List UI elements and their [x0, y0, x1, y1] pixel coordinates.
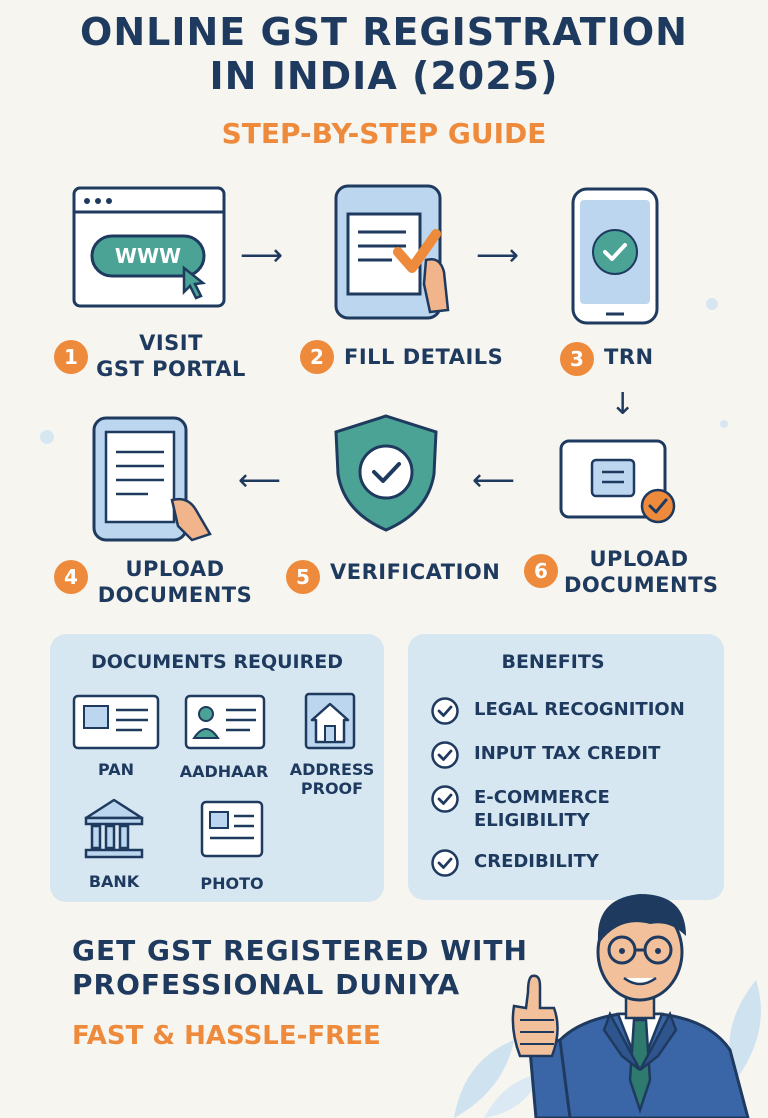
step-1-label-line-2: GST PORTAL	[96, 357, 246, 381]
doc-label-aadhaar: AADHAAR	[179, 762, 269, 781]
shield-check-icon	[330, 412, 442, 534]
benefit-legal-recognition: LEGAL RECOGNITION	[474, 699, 685, 720]
benefit-credibility: CREDIBILITY	[474, 851, 599, 872]
step-badge-1: 1	[54, 340, 88, 374]
step-3-label: TRN	[604, 345, 654, 369]
businessman-thumbs-up-icon	[500, 880, 768, 1118]
leaf-decoration-icon	[444, 1030, 544, 1118]
cta-line-2: PROFESSIONAL DUNIYA	[72, 968, 461, 1001]
step-badge-5: 5	[286, 560, 320, 594]
bank-icon	[82, 796, 146, 860]
benefits-title: BENEFITS	[501, 651, 605, 673]
tablet-document-icon	[92, 416, 216, 544]
step-badge-6: 6	[524, 554, 558, 588]
browser-www-icon: WWW	[72, 186, 228, 310]
title-line-2: IN INDIA (2025)	[209, 54, 559, 98]
benefit-ecommerce-line-2: ELIGIBILITY	[474, 810, 590, 831]
leaf-decoration-icon	[716, 980, 768, 1080]
benefit-ecommerce-eligibility: E-COMMERCE ELIGIBILITY	[474, 786, 610, 832]
documents-panel: DOCUMENTS REQUIRED PAN AADHAAR ADDRESS	[50, 634, 384, 902]
doc-label-bank: BANK	[88, 872, 140, 891]
benefit-input-tax-credit: INPUT TAX CREDIT	[474, 743, 661, 764]
cta-line-1: GET GST REGISTERED WITH	[72, 934, 528, 967]
tablet-form-check-icon	[332, 184, 456, 322]
title-line-1: ONLINE GST REGISTRATION	[80, 10, 688, 54]
dot-decoration	[40, 430, 54, 444]
person-card-icon	[184, 694, 266, 750]
doc-label-address-line-1: ADDRESS	[289, 760, 375, 779]
dot-decoration	[706, 298, 718, 310]
benefit-ecommerce-line-1: E-COMMERCE	[474, 787, 610, 808]
step-4-label: UPLOAD DOCUMENTS	[96, 556, 254, 608]
photo-card-icon	[200, 800, 264, 858]
arrow-right-icon: ⟶	[240, 238, 284, 273]
documents-title: DOCUMENTS REQUIRED	[91, 651, 343, 673]
arrow-left-icon: ⟵	[472, 463, 516, 498]
doc-label-address-line-2: PROOF	[300, 779, 364, 798]
phone-checkmark-icon	[570, 186, 660, 326]
arrow-left-icon: ⟵	[238, 463, 282, 498]
step-6-label-line-1: UPLOAD	[589, 547, 689, 571]
step-1-label-line-1: VISIT	[139, 331, 203, 355]
doc-label-address-proof: ADDRESS PROOF	[282, 760, 382, 798]
step-badge-3: 3	[560, 342, 594, 376]
dot-decoration	[720, 420, 728, 428]
arrow-right-icon: ⟶	[476, 238, 520, 273]
step-4-label-line-1: UPLOAD	[125, 557, 225, 581]
check-circle-icon	[430, 784, 460, 814]
page-subtitle: STEP-BY-STEP GUIDE	[221, 117, 547, 150]
check-circle-icon	[430, 740, 460, 770]
doc-label-pan: PAN	[97, 760, 135, 779]
benefits-panel: BENEFITS LEGAL RECOGNITION INPUT TAX CRE…	[408, 634, 724, 900]
id-card-icon	[72, 694, 160, 750]
arrow-down-icon: ↓	[610, 387, 636, 422]
step-6-label-line-2: DOCUMENTS	[564, 573, 719, 597]
cta-heading: GET GST REGISTERED WITH PROFESSIONAL DUN…	[72, 934, 528, 1002]
page-title: ONLINE GST REGISTRATION IN INDIA (2025)	[0, 10, 768, 98]
step-5-label: VERIFICATION	[330, 560, 501, 584]
card-upload-icon	[558, 438, 680, 528]
check-circle-icon	[430, 848, 460, 878]
house-icon	[304, 692, 356, 750]
www-text: WWW	[115, 244, 181, 268]
step-1-label: VISIT GST PORTAL	[96, 330, 246, 382]
step-badge-2: 2	[300, 340, 334, 374]
cta-tagline: FAST & HASSLE-FREE	[72, 1021, 381, 1051]
step-6-label: UPLOAD DOCUMENTS	[564, 546, 719, 598]
step-4-label-line-2: DOCUMENTS	[97, 583, 253, 607]
step-badge-4: 4	[54, 560, 88, 594]
step-2-label: FILL DETAILS	[344, 345, 504, 369]
check-circle-icon	[430, 696, 460, 726]
doc-label-photo: PHOTO	[200, 874, 264, 893]
